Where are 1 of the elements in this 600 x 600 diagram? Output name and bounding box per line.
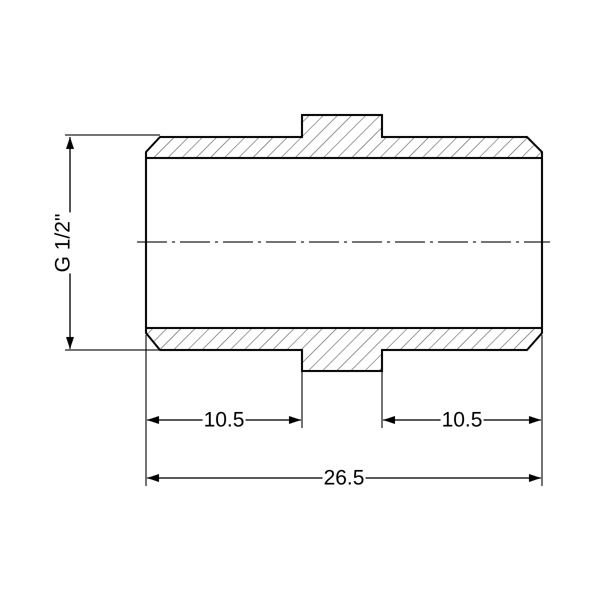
dimension-label: G 1/2" (52, 212, 74, 274)
